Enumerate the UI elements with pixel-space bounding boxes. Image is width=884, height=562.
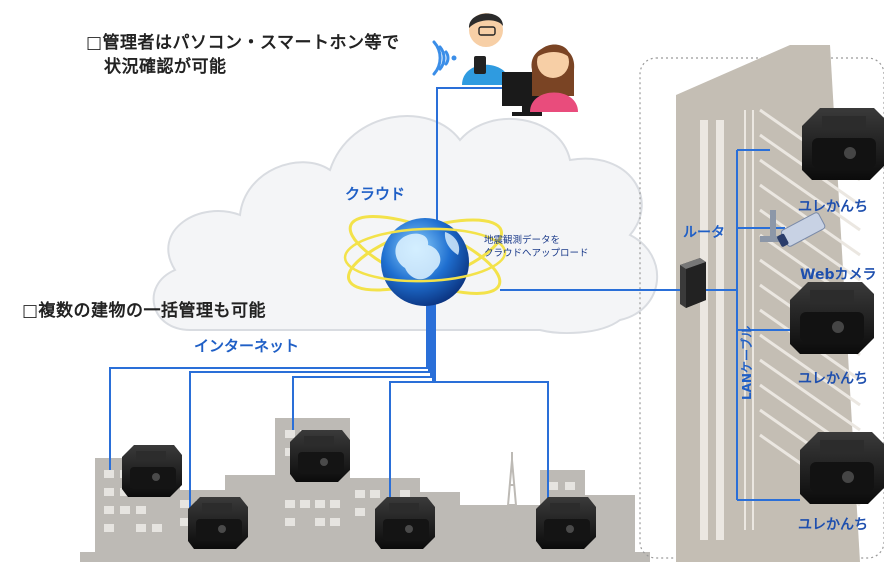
sensor-label-2: ユレかんち	[798, 371, 868, 387]
sensor-label-3: ユレかんち	[798, 517, 868, 533]
user-female-icon	[530, 44, 578, 112]
multi-building-note: □複数の建物の一括管理も可能	[22, 301, 267, 321]
skyscraper-windows	[700, 110, 754, 540]
upload-caption-line2: クラウドへアップロード	[484, 248, 589, 259]
admin-note-line2: 状況確認が可能	[104, 57, 227, 77]
sensor-device-city-1	[122, 445, 182, 497]
wifi-icon	[432, 40, 457, 76]
admin-note-line1: □管理者はパソコン・スマートホン等で	[86, 33, 400, 53]
radio-tower	[502, 452, 522, 562]
cloud-label: クラウド	[345, 185, 406, 203]
upload-caption-line1: 地震観測データを	[484, 235, 561, 246]
sensor-label-1: ユレかんち	[798, 199, 868, 215]
network-lines	[109, 87, 800, 520]
sensor-device-city-2	[188, 497, 248, 549]
internet-label: インターネット	[194, 337, 300, 355]
user-male-icon	[462, 13, 510, 85]
router-label: ルータ	[683, 225, 725, 241]
upload-caption: 地震観測データを クラウドへアップロード	[484, 234, 604, 260]
webcam-label: Webカメラ	[800, 267, 877, 283]
ground	[80, 552, 650, 562]
router-icon	[680, 258, 706, 308]
sensor-device-city-5	[536, 497, 596, 549]
sensor-device-tower-1	[802, 108, 884, 180]
sensor-device-tower-3	[800, 432, 884, 504]
globe-icon	[343, 215, 507, 306]
sensor-device-tower-2	[790, 282, 874, 354]
sensor-device-city-4	[375, 497, 435, 549]
webcam-icon	[760, 210, 826, 247]
sensor-device-city-3	[290, 430, 350, 482]
lan-cable-label: LANケーブル	[740, 325, 754, 400]
